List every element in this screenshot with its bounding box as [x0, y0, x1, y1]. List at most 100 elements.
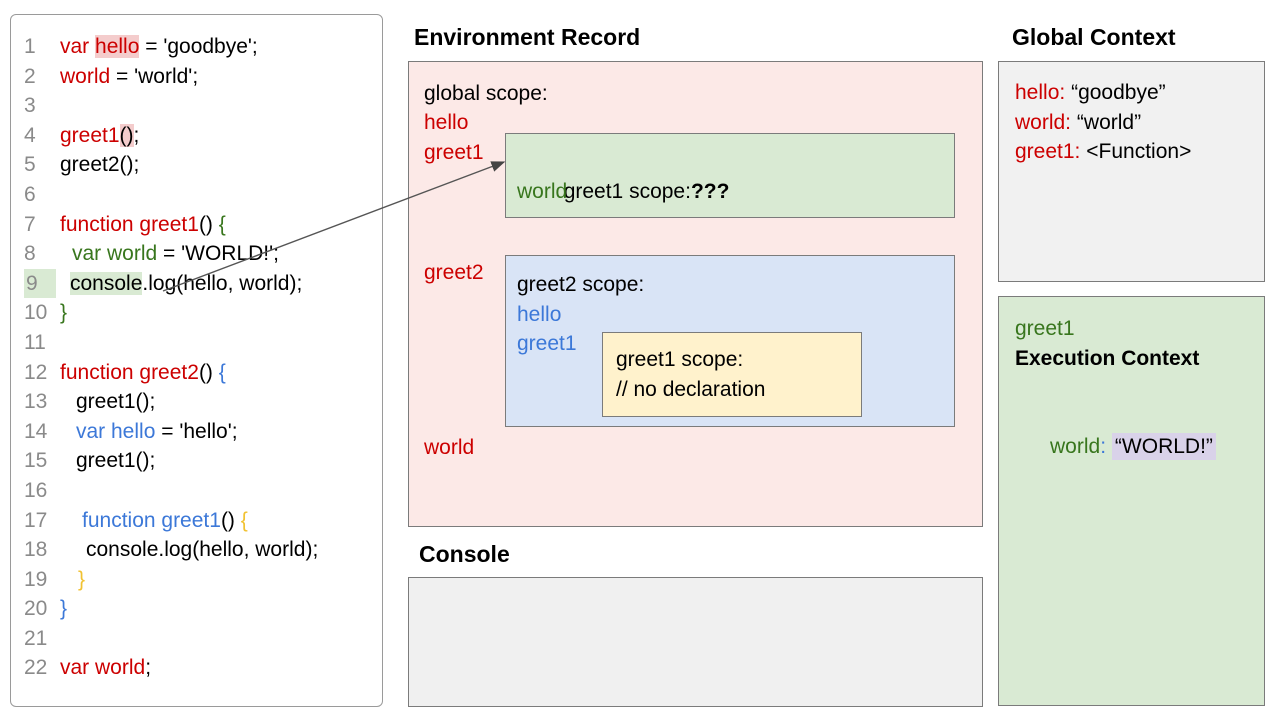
- code-text: greet1();: [60, 387, 382, 417]
- code-text: }: [60, 594, 382, 624]
- line-number: 2: [24, 64, 36, 88]
- code-text: greet2();: [60, 150, 382, 180]
- execution-context-function-name: greet1: [1015, 317, 1075, 340]
- code-token: (): [220, 508, 241, 532]
- global-var-greet1: greet1: [424, 141, 484, 164]
- code-token: (): [198, 212, 219, 236]
- ec-entry-colon: :: [1100, 434, 1107, 458]
- console-output-box: [408, 577, 983, 707]
- line-number: 6: [24, 182, 36, 206]
- global-context-box: hello:“goodbye”world:“world”greet1:<Func…: [998, 61, 1265, 282]
- code-token: var world: [60, 656, 146, 680]
- code-token: function greet1: [60, 212, 199, 236]
- global-var-world: world: [424, 436, 475, 459]
- code-token: ;: [145, 656, 152, 680]
- code-text: function greet1() {: [60, 210, 382, 240]
- code-token: = 'goodbye';: [139, 35, 258, 58]
- greet1-scope-var-world: world: [517, 179, 568, 203]
- code-text: function greet2() {: [60, 358, 382, 388]
- code-text: console.log(hello, world);: [60, 535, 382, 565]
- context-entry: hello:“goodbye”: [1015, 78, 1191, 108]
- code-text: }: [60, 565, 382, 595]
- inner-greet1-scope-label: greet1 scope:: [616, 348, 744, 371]
- code-token: console: [70, 271, 143, 295]
- entry-key: world:: [1015, 110, 1072, 134]
- global-var-hello: hello: [424, 111, 469, 134]
- line-number: 12: [24, 360, 48, 384]
- entry-value: “world”: [1076, 110, 1142, 134]
- ec-entry-value: “WORLD!”: [1111, 432, 1216, 460]
- line-number: 15: [24, 449, 48, 473]
- line-number: 11: [24, 330, 46, 354]
- greet2-scope-var-greet1: greet1: [517, 332, 577, 355]
- code-token: world: [60, 64, 111, 88]
- line-number: 19: [24, 567, 48, 591]
- code-token: console.log(hello, world);: [86, 538, 319, 562]
- code-token: = 'WORLD!';: [157, 242, 279, 266]
- greet2-scope-var-hello: hello: [517, 302, 562, 326]
- line-number: 18: [24, 538, 48, 562]
- context-entry: world:“world”: [1015, 108, 1191, 138]
- global-context-entries: hello:“goodbye”world:“world”greet1:<Func…: [1015, 78, 1191, 167]
- line-number: 5: [24, 153, 36, 177]
- greet1-scope-question: ???: [690, 179, 730, 203]
- console-title: Console: [419, 541, 510, 567]
- code-token: var hello: [76, 419, 156, 443]
- line-number: 7: [24, 212, 36, 236]
- execution-context-box: greet1 Execution Context world:“WORLD!”: [998, 296, 1265, 706]
- code-text: }: [60, 298, 382, 328]
- code-text: var world;: [60, 653, 382, 683]
- code-line: 18 console.log(hello, world);: [11, 535, 382, 565]
- line-number: 3: [24, 94, 36, 118]
- line-number: 20: [24, 597, 48, 621]
- code-token: greet1: [60, 123, 120, 147]
- inner-greet1-scope-box: greet1 scope: // no declaration: [602, 332, 862, 417]
- global-scope-box: global scope: hello greet1 greet2 world …: [408, 61, 983, 527]
- code-line: 19}: [11, 565, 382, 595]
- line-number: 1: [24, 35, 36, 58]
- line-number: 10: [24, 301, 48, 325]
- entry-key: hello:: [1015, 81, 1066, 104]
- code-token: function greet1: [82, 508, 221, 532]
- code-line: 6: [11, 180, 382, 210]
- code-token: .log(hello, world);: [142, 271, 303, 295]
- code-token: var world: [72, 242, 158, 266]
- code-text: var world = 'WORLD!';: [60, 239, 382, 269]
- global-context-title: Global Context: [1012, 24, 1176, 50]
- line-number: 21: [24, 626, 48, 650]
- greet2-scope-label: greet2 scope:: [517, 273, 645, 296]
- inner-greet1-scope-comment: // no declaration: [616, 377, 766, 401]
- code-line: 17 function greet1() {: [11, 506, 382, 536]
- code-token: var: [60, 35, 96, 58]
- code-line: 4 greet1();: [11, 121, 382, 151]
- code-line: 11: [11, 328, 382, 358]
- line-number: 17: [24, 508, 48, 532]
- code-token: greet2();: [60, 153, 140, 177]
- code-text: var hello = 'hello';: [60, 417, 382, 447]
- code-text: world = 'world';: [60, 62, 382, 92]
- line-number: 16: [24, 478, 48, 502]
- code-token: function greet2: [60, 360, 199, 384]
- code-token: (): [198, 360, 219, 384]
- code-token: }: [60, 597, 68, 621]
- execution-context-title: Execution Context: [1015, 346, 1200, 370]
- code-token: greet1();: [76, 390, 156, 414]
- code-token: {: [218, 212, 226, 236]
- code-text: function greet1() {: [60, 506, 382, 536]
- line-number: 14: [24, 419, 48, 443]
- global-var-greet2: greet2: [424, 261, 484, 284]
- code-token: = 'hello';: [155, 419, 238, 443]
- line-number: 4: [24, 123, 36, 147]
- line-number: 9: [24, 268, 56, 299]
- environment-record-title: Environment Record: [414, 24, 641, 50]
- entry-value: <Function>: [1086, 140, 1192, 163]
- ec-entry-key: world: [1050, 434, 1101, 458]
- code-token: ;: [133, 123, 140, 147]
- code-text: greet1();: [60, 121, 382, 151]
- code-token: }: [60, 301, 68, 325]
